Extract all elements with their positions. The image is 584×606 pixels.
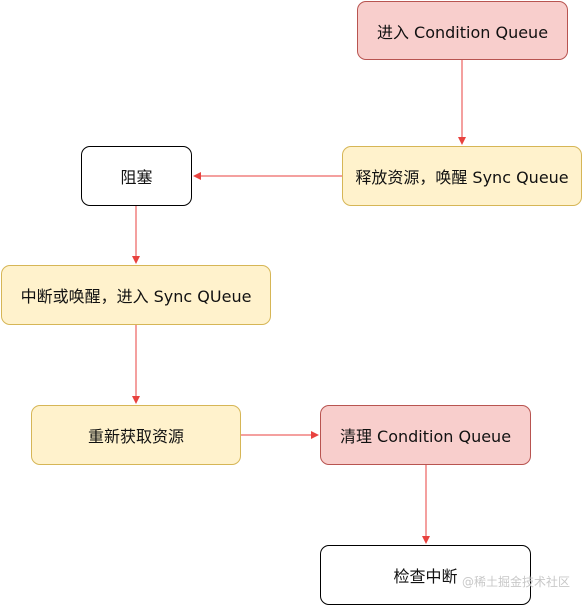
node-interrupt-or-wake: 中断或唤醒，进入 Sync QUeue [1,265,271,325]
node-label: 中断或唤醒，进入 Sync QUeue [20,287,252,306]
node-label: 释放资源，唤醒 Sync Queue [355,168,569,187]
watermark: @稀土掘金技术社区 [461,575,570,589]
node-label: 检查中断 [393,567,458,586]
node-label: 阻塞 [120,168,153,187]
node-reacquire-resource: 重新获取资源 [31,405,241,465]
node-label: 重新获取资源 [87,427,184,446]
node-label: 进入 Condition Queue [376,22,549,42]
node-blocked: 阻塞 [81,146,192,206]
node-check-interrupt: 检查中断 [320,545,531,605]
node-label: 清理 Condition Queue [339,427,512,446]
node-enter-condition-queue: 进入 Condition Queue [357,1,568,60]
node-clean-condition-queue: 清理 Condition Queue [320,405,531,465]
node-release-resource: 释放资源，唤醒 Sync Queue [342,146,582,206]
